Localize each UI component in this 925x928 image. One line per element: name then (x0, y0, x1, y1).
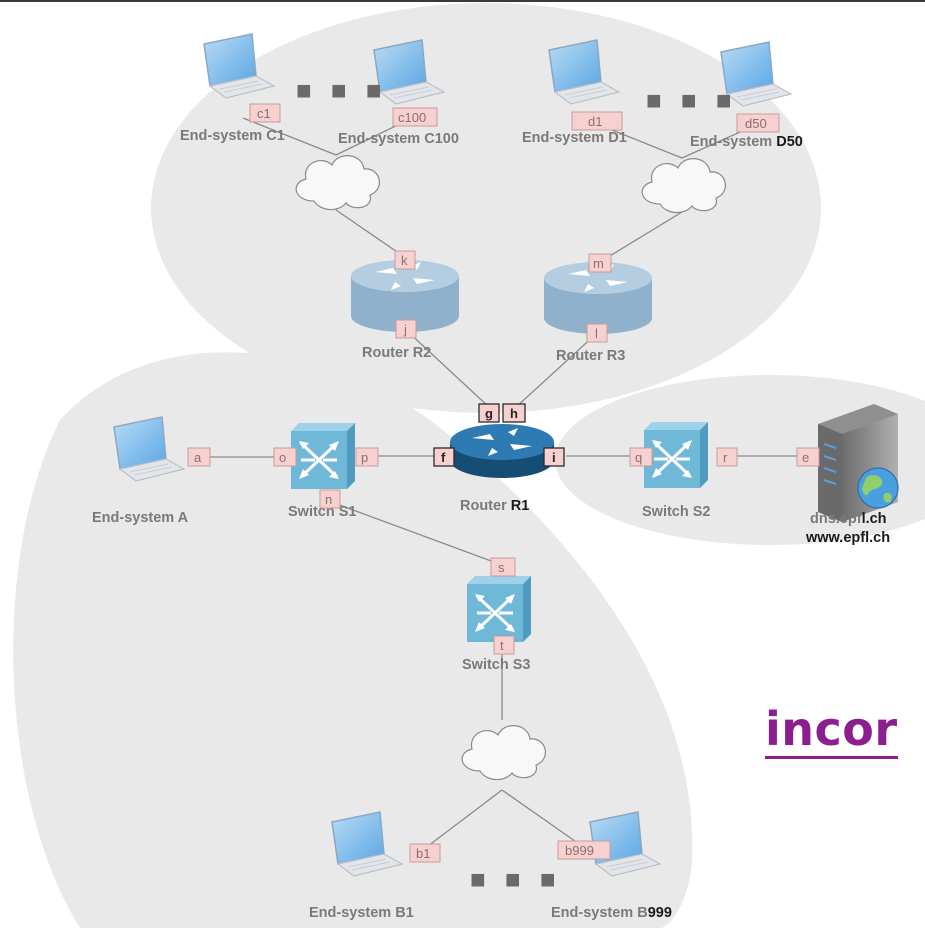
iface-a-label: a (194, 450, 202, 465)
link-cloudd-r3 (599, 211, 683, 263)
iface-i-label: i (552, 450, 556, 465)
iface-h[interactable]: h (502, 403, 526, 423)
iface-c100-label: c100 (398, 110, 426, 125)
iface-g-label: g (485, 406, 493, 421)
label-es-d1: End-system D1 (522, 130, 627, 146)
iface-f-label: f (441, 450, 446, 465)
iface-c100[interactable]: c100 (392, 107, 438, 127)
iface-b999[interactable]: b999 (557, 840, 611, 860)
iface-l[interactable]: l (586, 323, 608, 343)
iface-l-label: l (595, 326, 598, 341)
switch-icon[interactable] (465, 574, 533, 644)
iface-s[interactable]: s (490, 557, 516, 577)
link-r2-r1 (405, 329, 491, 409)
link-cloudc-r2 (335, 209, 404, 257)
iface-k-label: k (401, 253, 408, 268)
link-cloudb-b1 (427, 789, 503, 847)
iface-c1-label: c1 (257, 106, 271, 121)
link-s1-s3 (333, 502, 503, 566)
iface-j[interactable]: j (395, 319, 417, 339)
router-icon[interactable] (450, 424, 554, 478)
links (208, 117, 798, 847)
iface-b1[interactable]: b1 (409, 843, 441, 863)
iface-d1-label: d1 (588, 114, 602, 129)
iface-m-label: m (593, 256, 604, 271)
iface-o-label: o (279, 450, 286, 465)
iface-b999-label: b999 (565, 843, 594, 858)
zone-left (13, 352, 693, 928)
label-router-r1: Router R1 (460, 498, 529, 514)
label-dns-pre: dns.epf (810, 511, 862, 527)
label-switch-s3: Switch S3 (462, 657, 531, 673)
link-r3-r1 (514, 333, 597, 409)
iface-e[interactable]: e (796, 447, 820, 467)
label-es-d50-pre: End-system (690, 134, 776, 150)
iface-p[interactable]: p (355, 447, 379, 467)
iface-k[interactable]: k (394, 250, 416, 270)
iface-m[interactable]: m (588, 253, 612, 273)
label-router-r2: Router R2 (362, 345, 431, 361)
globe-icon (857, 467, 899, 509)
label-dns-post: l.ch (862, 511, 887, 527)
iface-q-label: q (635, 450, 642, 465)
label-router-r1-post: R1 (511, 498, 530, 514)
ellipsis-d: ■ ■ ■ (646, 85, 738, 115)
top-border (0, 0, 925, 2)
switch-icon[interactable] (642, 420, 710, 490)
iface-t-label: t (500, 638, 504, 653)
server-icon[interactable] (818, 404, 898, 522)
iface-h-label: h (510, 406, 518, 421)
iface-d1[interactable]: d1 (571, 111, 623, 131)
iface-r[interactable]: r (716, 447, 738, 467)
label-router-r1-pre: Router (460, 498, 511, 514)
label-www: www.epfl.ch (805, 530, 890, 546)
router-icon[interactable] (544, 262, 652, 334)
iface-a[interactable]: a (187, 447, 211, 467)
label-switch-s2: Switch S2 (642, 504, 711, 520)
link-c1-cloud (242, 117, 337, 156)
label-es-c100: End-system C100 (338, 131, 459, 147)
label-es-a: End-system A (92, 510, 189, 526)
iface-e-label: e (802, 450, 809, 465)
ellipsis-b: ■ ■ ■ (470, 864, 562, 894)
iface-q[interactable]: q (629, 447, 653, 467)
iface-g[interactable]: g (478, 403, 500, 423)
iface-n-label: n (325, 492, 332, 507)
iface-f[interactable]: f (433, 447, 455, 467)
iface-c1[interactable]: c1 (249, 103, 281, 123)
label-dns: dns.epfl.ch (810, 511, 887, 527)
switch-icon[interactable] (289, 421, 357, 491)
iface-s-label: s (498, 560, 505, 575)
iface-o[interactable]: o (273, 447, 297, 467)
background-zones (13, 3, 925, 928)
zone-top (151, 3, 821, 413)
label-es-b1: End-system B1 (309, 905, 414, 921)
label-es-b999-post: 999 (648, 905, 672, 921)
iface-d50-label: d50 (745, 116, 767, 131)
label-router-r3: Router R3 (556, 348, 625, 364)
label-es-b999: End-system B999 (551, 905, 672, 921)
interface-tags: c1 c100 d1 d50 k m j l g h f i a o p n q… (187, 103, 820, 863)
label-es-c1: End-system C1 (180, 128, 285, 144)
iface-d50[interactable]: d50 (736, 113, 780, 133)
iface-i[interactable]: i (543, 447, 565, 467)
label-es-d50-post: D50 (776, 134, 803, 150)
ellipsis-c: ■ ■ ■ (296, 75, 388, 105)
iface-r-label: r (723, 450, 728, 465)
iface-p-label: p (361, 450, 368, 465)
iface-n[interactable]: n (319, 489, 341, 509)
label-es-b999-pre: End-system B (551, 905, 648, 921)
iface-t[interactable]: t (493, 635, 515, 655)
link-cloudb-b999 (501, 789, 583, 847)
label-es-d50: End-system D50 (690, 134, 803, 150)
iface-j-label: j (403, 322, 407, 337)
iface-b1-label: b1 (416, 846, 430, 861)
overlay-stamp-text: incor (765, 706, 898, 759)
